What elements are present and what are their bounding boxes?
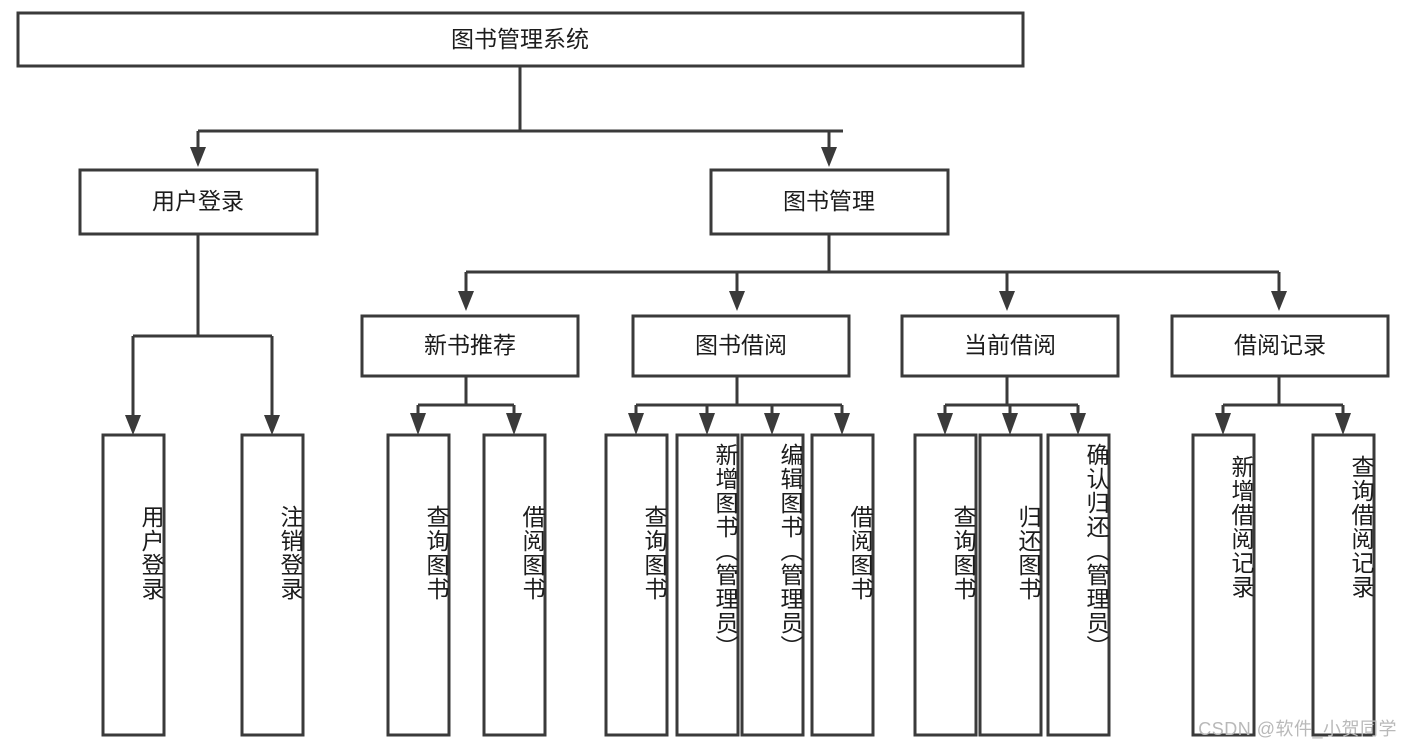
node-new-book-recommend[interactable]: 新书推荐 [360,314,580,378]
leaf-box-query-book-nb[interactable] [386,433,451,737]
arrow-head-icon [821,147,837,167]
arrow-head-icon [506,413,522,435]
arrow-head-icon [699,413,715,435]
connector-new-book-to-leaves [410,376,522,435]
node-new-book-recommend-box[interactable] [360,314,580,378]
arrow-head-icon [999,291,1015,311]
leaf-box-add-record[interactable] [1191,433,1256,737]
node-book-management[interactable]: 图书管理 [709,168,950,236]
arrow-head-icon [729,291,745,311]
node-user-login[interactable]: 用户登录 [78,168,319,236]
leaf-box-add-book[interactable] [675,433,740,737]
arrow-head-icon [1271,291,1287,311]
node-book-borrow-box[interactable] [631,314,851,378]
node-current-borrow-box[interactable] [900,314,1120,378]
leaf-box-query-book-cb[interactable] [913,433,978,737]
watermark-text: CSDN @软件_小贺同学 [1198,719,1397,739]
node-new-book-recommend-label: 新书推荐 [424,332,516,358]
leaf-box-borrow-book-nb[interactable] [482,433,547,737]
arrow-head-icon [1335,413,1351,435]
arrow-head-icon [937,413,953,435]
arrow-head-icon [628,413,644,435]
arrow-head-icon [1002,413,1018,435]
leaf-box-query-book-bb[interactable] [604,433,669,737]
connector-borrow-record-to-leaves [1215,376,1351,435]
arrow-head-icon [190,147,206,167]
leaf-box-edit-book[interactable] [740,433,805,737]
node-root-box[interactable] [16,11,1025,68]
arrow-head-icon [264,415,280,435]
node-book-management-label: 图书管理 [783,188,875,214]
leaf-box-return-book[interactable] [978,433,1043,737]
leaf-box-borrow-book-bb[interactable] [810,433,875,737]
connector-book-mgmt-to-level3 [458,234,1287,311]
node-current-borrow-label: 当前借阅 [964,332,1056,358]
arrow-head-icon [1215,413,1231,435]
node-book-borrow[interactable]: 图书借阅 [631,314,851,378]
arrow-head-icon [1070,413,1086,435]
node-user-login-label: 用户登录 [152,188,244,214]
arrow-head-icon [458,291,474,311]
node-user-login-box[interactable] [78,168,319,236]
node-root-label: 图书管理系统 [451,26,589,52]
connector-user-login-to-leaves [125,234,280,435]
arrow-head-icon [834,413,850,435]
arrow-head-icon [125,415,141,435]
leaf-box-confirm-return[interactable] [1046,433,1111,737]
node-borrow-record-box[interactable] [1170,314,1390,378]
node-root[interactable]: 图书管理系统 [16,11,1025,68]
node-book-borrow-label: 图书借阅 [695,332,787,358]
connector-root-to-level2 [190,67,843,167]
node-book-management-box[interactable] [709,168,950,236]
connector-current-borrow-to-leaves [937,376,1086,435]
arrow-head-icon [764,413,780,435]
node-borrow-record-label: 借阅记录 [1234,332,1326,358]
leaf-box-logout[interactable] [240,433,305,737]
arrow-head-icon [410,413,426,435]
connector-book-borrow-to-leaves [628,376,850,435]
node-current-borrow[interactable]: 当前借阅 [900,314,1120,378]
leaf-box-query-record[interactable] [1311,433,1376,737]
node-borrow-record[interactable]: 借阅记录 [1170,314,1390,378]
leaf-box-user-login[interactable] [101,433,166,737]
